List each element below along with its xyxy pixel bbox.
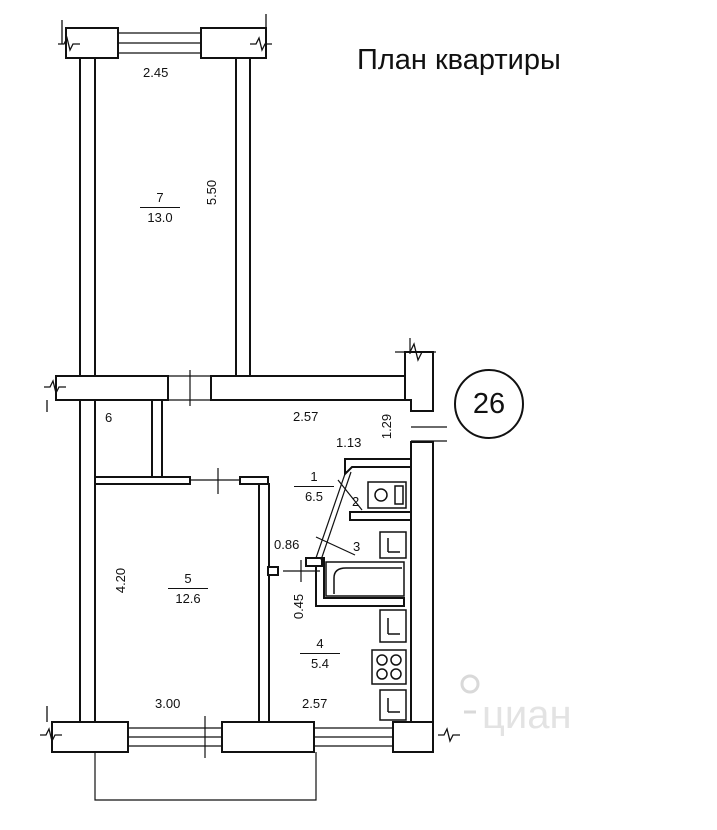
- wall-room7-left: [79, 57, 96, 379]
- dim-room5-width: 3.00: [155, 696, 181, 711]
- dim-riser-depth: 1.29: [379, 413, 395, 440]
- watermark-logo: [460, 674, 480, 714]
- wall-door-jamb: [267, 566, 279, 576]
- wall-wc-bottom: [349, 511, 412, 521]
- dim-room5-length: 4.20: [113, 567, 129, 594]
- wall-right-lower: [410, 441, 434, 751]
- wall-middle-right: [210, 375, 412, 401]
- wall-top-right: [200, 27, 267, 59]
- stove-icon: [371, 649, 407, 685]
- bathtub-icon: [325, 561, 405, 597]
- kitchen-sink-icon: [379, 609, 407, 643]
- wall-left-lower: [79, 399, 96, 723]
- wall-room5-top-right: [239, 476, 269, 485]
- dim-bath-door: 0.86: [274, 537, 300, 552]
- counter-icon: [379, 689, 407, 721]
- room-label-3: 3: [353, 539, 361, 554]
- wall-room5-right: [258, 483, 270, 723]
- wall-bath: [315, 557, 405, 607]
- wall-wc-top: [344, 458, 412, 477]
- wall-closet: [151, 399, 163, 478]
- wall-top-left: [65, 27, 119, 59]
- room-label-2: 2: [352, 494, 360, 509]
- wall-bottom-right: [392, 721, 434, 753]
- wall-bottom-left: [51, 721, 129, 753]
- room-label-6: 6: [105, 410, 113, 425]
- dim-bath-wall: 0.45: [291, 593, 307, 620]
- dim-room7-length: 5.50: [204, 179, 220, 206]
- wall-bath-stub: [305, 557, 323, 567]
- dim-kitchen-width: 2.57: [302, 696, 328, 711]
- dim-room7-width: 2.45: [143, 65, 169, 80]
- wall-room7-right: [235, 57, 251, 377]
- wall-bottom-mid: [221, 721, 315, 753]
- dim-passage-small: 1.13: [336, 435, 362, 450]
- page-title: План квартиры: [357, 44, 561, 76]
- sink-icon: [379, 531, 407, 559]
- dim-corridor-width: 2.57: [293, 409, 319, 424]
- wall-room5-top: [94, 476, 191, 485]
- apartment-number-badge: 26: [454, 369, 524, 439]
- wall-middle-left: [55, 375, 169, 401]
- wall-right-upper: [404, 351, 434, 412]
- watermark-text: циан: [482, 693, 572, 737]
